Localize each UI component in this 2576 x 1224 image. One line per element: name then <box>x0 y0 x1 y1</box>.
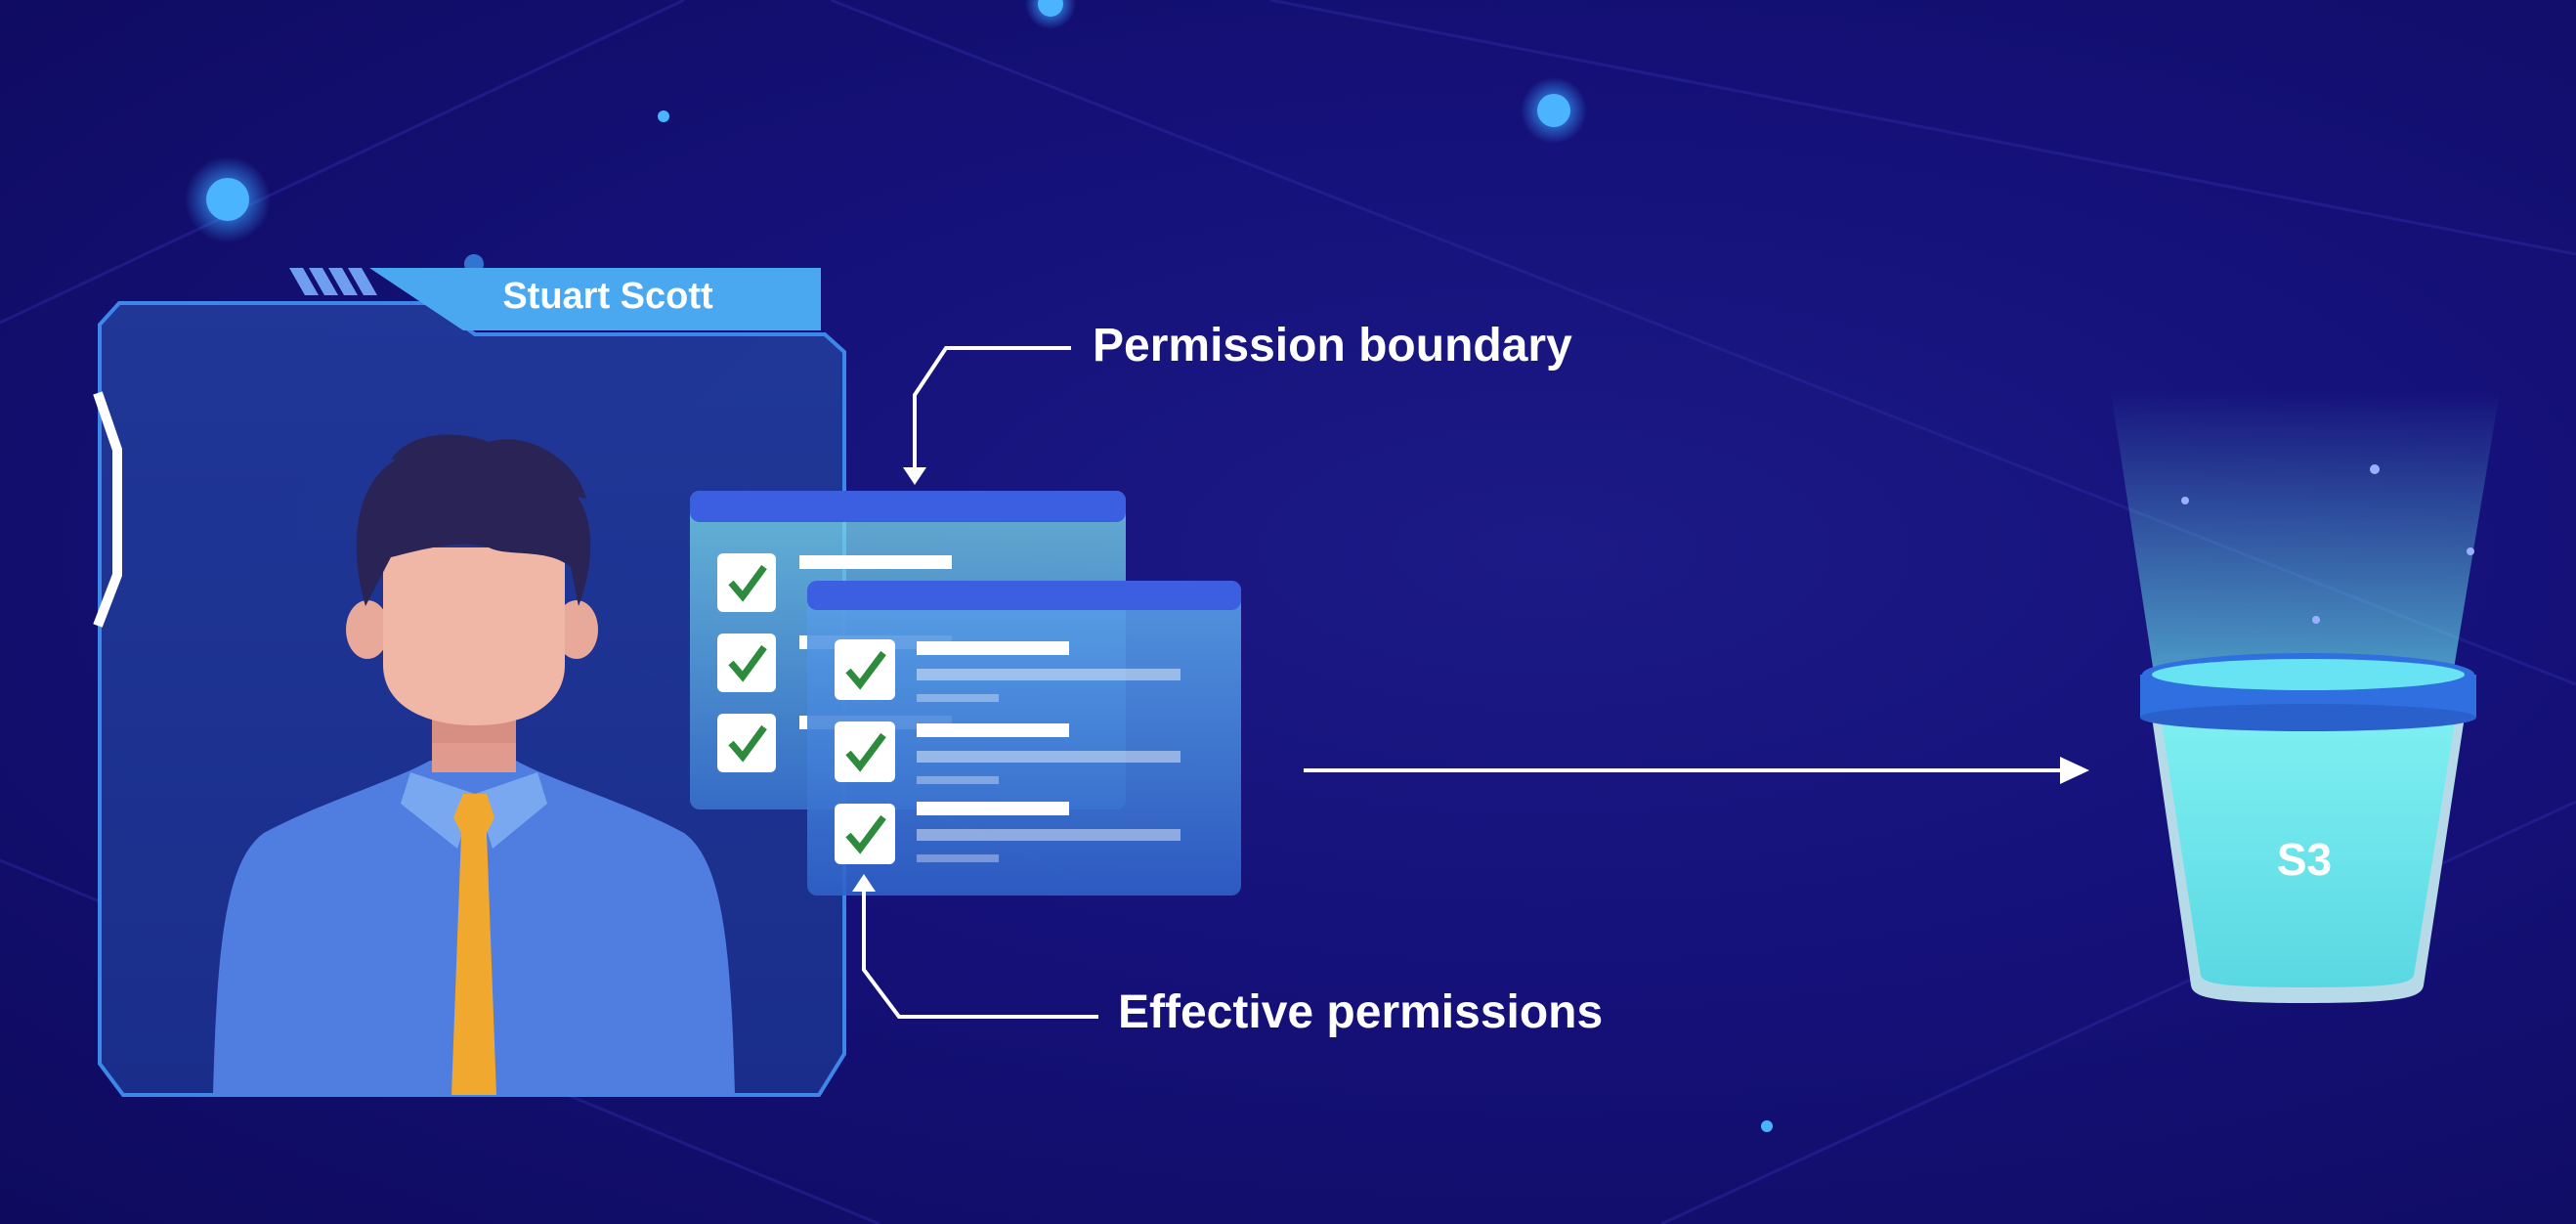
checkmark-icon <box>845 814 886 854</box>
background-dots <box>185 0 1773 1132</box>
checkmark-icon <box>728 724 767 763</box>
checkmark-icon <box>728 644 767 682</box>
effective-permissions-label: Effective permissions <box>1118 986 1604 1038</box>
permission-boundary-label: Permission boundary <box>1093 320 1572 372</box>
bucket-light-beam <box>2111 391 2500 686</box>
s3-bucket-label: S3 <box>2276 834 2333 885</box>
boundary-callout-arrow <box>903 346 1071 485</box>
bucket-icon <box>2111 391 2500 1003</box>
effective-callout-arrow <box>852 874 1098 1019</box>
effective-checklist <box>835 639 1181 864</box>
frame-bracket <box>93 391 122 628</box>
effective-permissions-card <box>807 581 1241 896</box>
checkmark-icon <box>845 732 886 772</box>
checkmark-icon <box>728 564 767 602</box>
person-avatar <box>213 434 735 1095</box>
checkmark-icon <box>845 650 886 690</box>
arrow-right-icon <box>1304 757 2089 784</box>
name-tab-stripes <box>289 268 377 295</box>
name-tab <box>369 268 821 330</box>
user-name-label: Stuart Scott <box>502 276 713 317</box>
